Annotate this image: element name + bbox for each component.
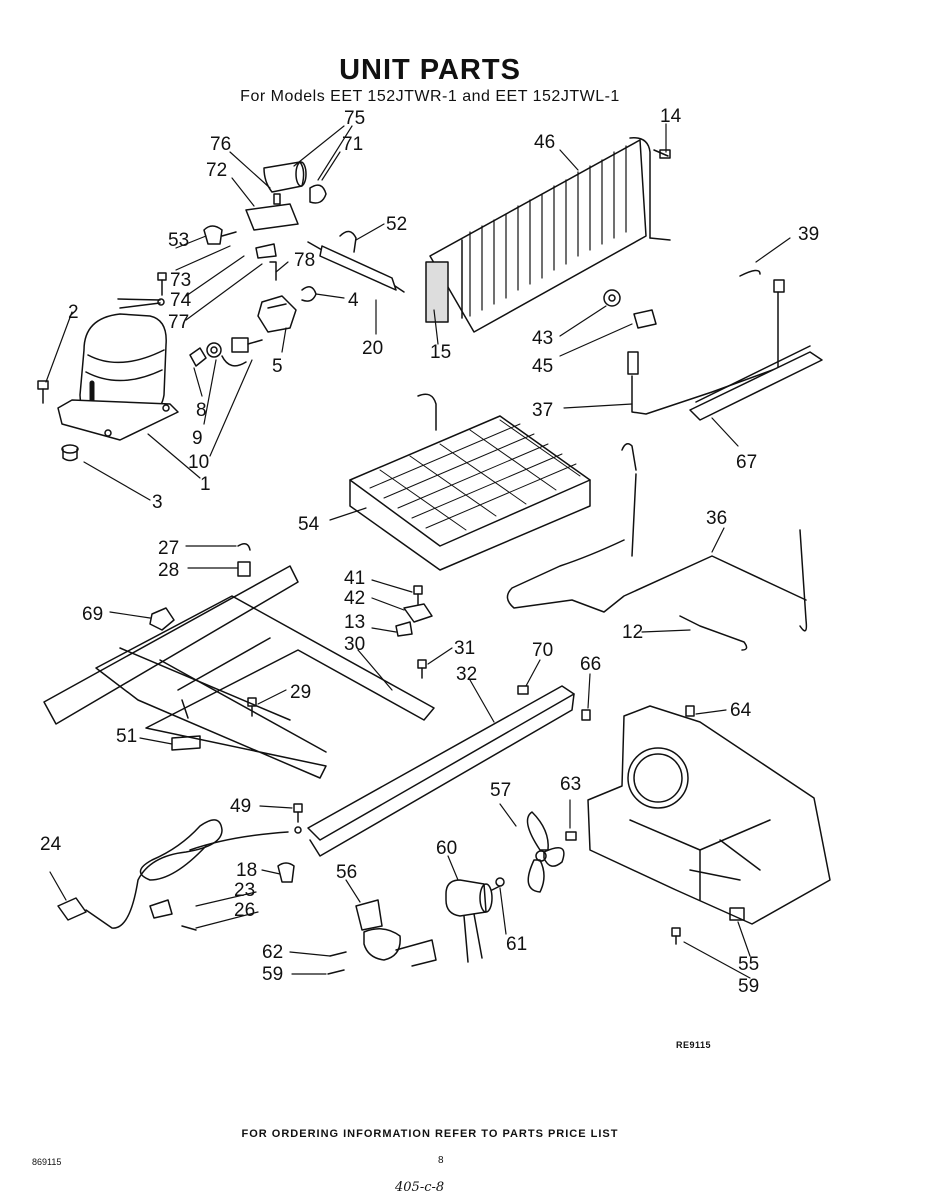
callout-57: 57	[490, 780, 511, 801]
drier-illustration	[307, 230, 405, 293]
callout-67: 67	[736, 452, 757, 473]
callout-78: 78	[294, 250, 315, 271]
callout-62: 62	[262, 942, 283, 963]
relay-cover-illustration	[257, 295, 297, 333]
callout-30: 30	[344, 634, 365, 655]
fan-blade-illustration	[526, 811, 565, 893]
callout-60: 60	[436, 838, 457, 859]
page-title: UNIT PARTS	[339, 54, 521, 86]
relay-parts-illustration	[189, 337, 263, 367]
callout-63: 63	[560, 774, 581, 795]
evaporator-illustration	[349, 393, 591, 571]
callout-61: 61	[506, 934, 527, 955]
small-parts-illustration	[237, 543, 433, 637]
callout-41: 41	[344, 568, 365, 589]
callout-52: 52	[386, 214, 407, 235]
motor-bracket-illustration	[327, 899, 437, 975]
callout-71: 71	[342, 134, 363, 155]
clip-illustration	[149, 607, 175, 631]
callout-46: 46	[534, 132, 555, 153]
small-parts-illustration	[495, 831, 577, 887]
grommet-illustration	[603, 289, 621, 307]
callout-56: 56	[336, 862, 357, 883]
callout-26: 26	[234, 900, 255, 921]
callout-42: 42	[344, 588, 365, 609]
capillary-tube-illustration	[506, 443, 808, 651]
callout-29: 29	[290, 682, 311, 703]
callout-14: 14	[660, 106, 682, 127]
callout-20: 20	[362, 338, 383, 359]
callout-55: 55	[738, 954, 759, 975]
callout-36: 36	[706, 508, 727, 529]
grommet-illustration	[61, 444, 79, 462]
callout-75: 75	[344, 108, 365, 129]
callout-labels: 75 76 71 72 46 14 52 39 53 73 78 74 4 2 …	[40, 106, 819, 997]
callout-73: 73	[170, 270, 191, 291]
callout-70: 70	[532, 640, 553, 661]
screw-illustration	[517, 685, 695, 721]
callout-53: 53	[168, 230, 189, 251]
document-number: 869115	[32, 1157, 62, 1167]
callout-28: 28	[158, 560, 179, 581]
callout-51: 51	[116, 726, 137, 747]
callout-15: 15	[430, 342, 451, 363]
ordering-note: FOR ORDERING INFORMATION REFER TO PARTS …	[241, 1128, 619, 1140]
callout-24: 24	[40, 834, 62, 855]
callout-64: 64	[730, 700, 752, 721]
leader-arrows	[45, 123, 791, 979]
callout-74: 74	[170, 290, 192, 311]
rail-illustration	[307, 685, 575, 857]
callout-59-right: 59	[738, 976, 759, 997]
callout-31: 31	[454, 638, 475, 659]
callout-18: 18	[236, 860, 257, 881]
top-parts-cluster-illustration	[117, 161, 327, 306]
condenser-illustration	[425, 137, 671, 333]
callout-66: 66	[580, 654, 601, 675]
model-subtitle: For Models EET 152JTWR-1 and EET 152JTWL…	[240, 88, 620, 105]
callout-76: 76	[210, 134, 231, 155]
screw-illustration	[671, 927, 681, 945]
power-cord-illustration	[57, 803, 303, 931]
clip-illustration	[301, 286, 317, 302]
handwritten-note: 405-c-8	[395, 1180, 445, 1195]
callout-77: 77	[168, 312, 189, 333]
callout-43: 43	[532, 328, 553, 349]
callout-3: 3	[152, 492, 163, 513]
callout-23: 23	[234, 880, 255, 901]
drain-tube-illustration	[627, 269, 823, 421]
callout-45: 45	[532, 356, 553, 377]
callout-54: 54	[298, 514, 320, 535]
callout-69: 69	[82, 604, 103, 625]
bolt-illustration	[37, 380, 49, 404]
callout-49: 49	[230, 796, 251, 817]
callout-59-left: 59	[262, 964, 283, 985]
fan-motor-illustration	[445, 879, 501, 963]
callout-2: 2	[68, 302, 79, 323]
callout-37: 37	[532, 400, 553, 421]
reference-code: RE9115	[676, 1040, 712, 1050]
base-frame-illustration	[43, 565, 435, 779]
callout-13: 13	[344, 612, 365, 633]
callout-1: 1	[200, 474, 211, 495]
callout-9: 9	[192, 428, 203, 449]
screw-illustration	[171, 659, 427, 751]
compressor-illustration	[57, 302, 179, 441]
callout-27: 27	[158, 538, 179, 559]
screw-illustration	[659, 149, 671, 159]
callout-10: 10	[188, 452, 209, 473]
page-number: 8	[438, 1155, 444, 1166]
callout-39: 39	[798, 224, 819, 245]
callout-8: 8	[196, 400, 207, 421]
clip-illustration	[633, 309, 657, 329]
callout-72: 72	[206, 160, 227, 181]
callout-4: 4	[348, 290, 359, 311]
callout-5: 5	[272, 356, 283, 377]
fan-bracket-illustration	[587, 705, 831, 925]
callout-32: 32	[456, 664, 477, 685]
callout-12: 12	[622, 622, 643, 643]
